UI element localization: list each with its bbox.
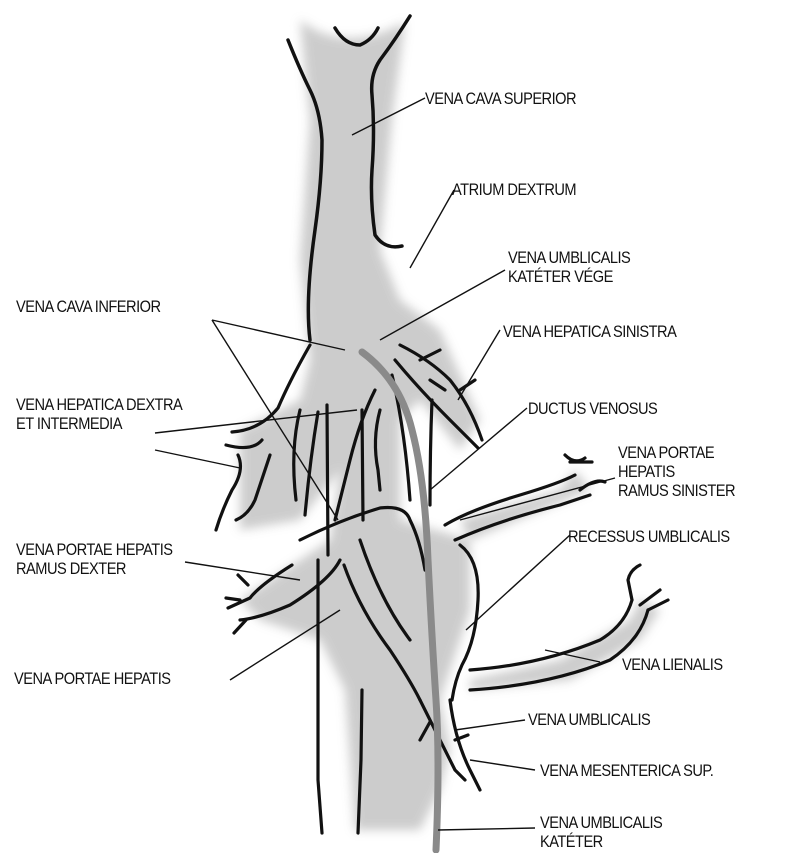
label-vena-cava-superior: VENA CAVA SUPERIOR: [425, 89, 576, 108]
label-vena-hepatica-sinistra: VENA HEPATICA SINISTRA: [503, 322, 676, 341]
label-vena-umblicalis-kateter-vege: VENA UMBLICALIS KATÉTER VÉGE: [508, 248, 630, 286]
label-line: VENA PORTAE: [618, 443, 735, 462]
label-line: KATÉTER VÉGE: [508, 267, 630, 286]
label-vena-umblicalis-kateter: VENA UMBLICALIS KATÉTER: [540, 813, 662, 851]
label-line: ET INTERMEDIA: [16, 414, 182, 433]
label-vena-lienalis: VENA LIENALIS: [622, 655, 723, 674]
label-vena-portae-ramus-dexter: VENA PORTAE HEPATIS RAMUS DEXTER: [16, 540, 172, 578]
label-vena-portae-ramus-sinister: VENA PORTAE HEPATIS RAMUS SINISTER: [618, 443, 735, 500]
label-line: HEPATIS: [618, 462, 735, 481]
label-atrium-dextrum: ATRIUM DEXTRUM: [452, 180, 576, 199]
label-recessus-umblicalis: RECESSUS UMBLICALIS: [568, 527, 730, 546]
label-line: RAMUS SINISTER: [618, 481, 735, 500]
label-vena-hepatica-dextra: VENA HEPATICA DEXTRA ET INTERMEDIA: [16, 395, 182, 433]
label-line: RAMUS DEXTER: [16, 559, 172, 578]
label-vena-cava-inferior: VENA CAVA INFERIOR: [16, 297, 161, 316]
label-line: VENA UMBLICALIS: [508, 248, 630, 267]
label-ductus-venosus: DUCTUS VENOSUS: [528, 399, 657, 418]
label-vena-portae-hepatis: VENA PORTAE HEPATIS: [14, 669, 170, 688]
label-vena-mesenterica-sup: VENA MESENTERICA SUP.: [540, 761, 713, 780]
label-line: VENA PORTAE HEPATIS: [16, 540, 172, 559]
label-line: VENA HEPATICA DEXTRA: [16, 395, 182, 414]
label-line: KATÉTER: [540, 832, 662, 851]
label-line: VENA UMBLICALIS: [540, 813, 662, 832]
label-vena-umblicalis: VENA UMBLICALIS: [528, 710, 650, 729]
